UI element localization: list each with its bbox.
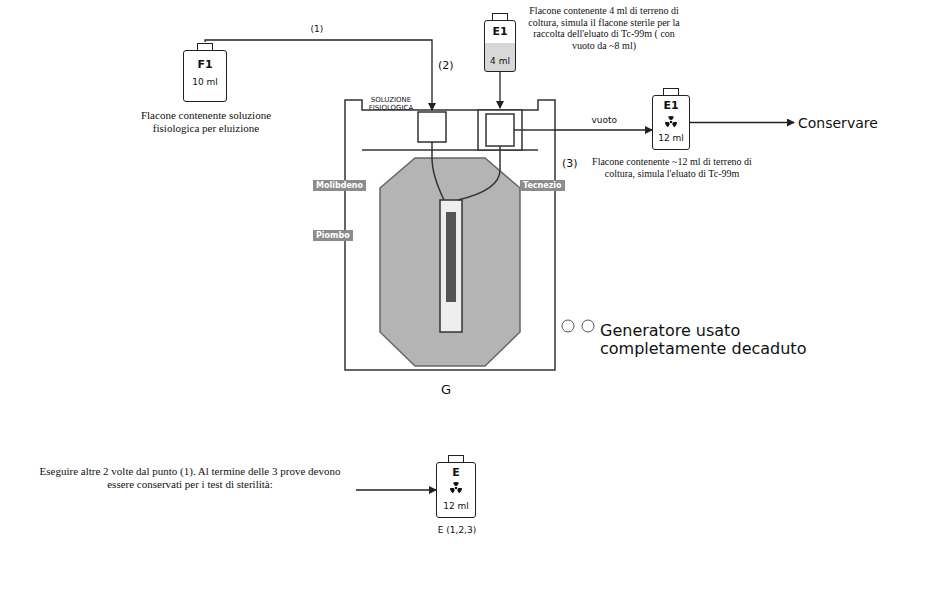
eluate-needle <box>458 146 500 200</box>
vial-volume: 12 ml <box>437 501 475 511</box>
eluate-vial <box>486 114 514 146</box>
instruction-text: Eseguire altre 2 volte dal punto (1). Al… <box>28 465 352 490</box>
material-tag: Tecnezio <box>520 180 565 191</box>
vent-line <box>514 129 555 131</box>
symbol-circle <box>562 320 574 332</box>
vial: E14 mlFlacone contenente 4 ml di terreno… <box>484 20 516 72</box>
vial-name: E <box>437 466 475 479</box>
vial-cap <box>663 88 679 95</box>
vial-name: F1 <box>184 58 226 71</box>
callout-number: (2) <box>438 60 454 73</box>
vial-cap <box>448 455 464 462</box>
material-tag-text: Molibdeno <box>313 180 366 191</box>
vial-caption: E (1,2,3) <box>427 525 487 535</box>
vial-volume: 10 ml <box>184 77 226 87</box>
material-tag-text: Piombo <box>313 230 353 241</box>
instruction-text: Conservare <box>798 115 878 131</box>
generator: GMolibdenoPiomboTecnezio <box>345 96 555 370</box>
saline-well <box>418 112 446 142</box>
connector-arrow <box>499 72 500 108</box>
note-text: Generatore usato completamente decaduto <box>600 322 810 359</box>
generator-housing <box>345 100 555 370</box>
edge-label: vuoto <box>590 115 620 125</box>
generator-letter: G <box>441 382 451 397</box>
vial-caption: Flacone contenente 4 ml di terreno di co… <box>525 5 683 51</box>
connector-arrow <box>555 129 652 130</box>
vial-name: E1 <box>485 25 515 38</box>
radiation-symbol <box>664 115 678 129</box>
vial-volume: 12 ml <box>653 133 689 143</box>
material-tag: Piombo <box>313 230 353 241</box>
connector-arrow <box>356 489 436 490</box>
vial-caption: Flacone contenente ~12 ml di terreno di … <box>591 156 753 179</box>
column-core <box>446 212 456 302</box>
vial-volume: 4 ml <box>485 56 515 66</box>
lead-shield <box>380 158 520 366</box>
vial-name: E1 <box>653 99 689 112</box>
material-tag: Molibdeno <box>313 180 366 191</box>
vial-cap <box>492 13 508 20</box>
part-label: SOLUZIONE FISIOLOGICA <box>366 96 416 112</box>
callout-number: (3) <box>562 158 578 171</box>
radiation-symbol <box>449 481 463 495</box>
vial-cap <box>197 43 213 50</box>
symbol-circle <box>582 320 594 332</box>
vial: F110 mlFlacone contenente soluzione fisi… <box>183 50 227 102</box>
vial-caption: Flacone contenente soluzione fisiologica… <box>136 109 276 134</box>
connector-arrow <box>690 122 794 123</box>
saline-needle <box>432 142 444 200</box>
vial: E112 mlFlacone contenente ~12 ml di terr… <box>652 95 690 150</box>
instruction-text: Conservare <box>798 115 878 131</box>
material-tag-text: Tecnezio <box>520 180 565 191</box>
vial: E12 mlE (1,2,3) <box>436 462 476 518</box>
edge-label: (1) <box>309 24 326 34</box>
instruction-text: Eseguire altre 2 volte dal punto (1). Al… <box>28 465 352 490</box>
column <box>440 200 462 332</box>
